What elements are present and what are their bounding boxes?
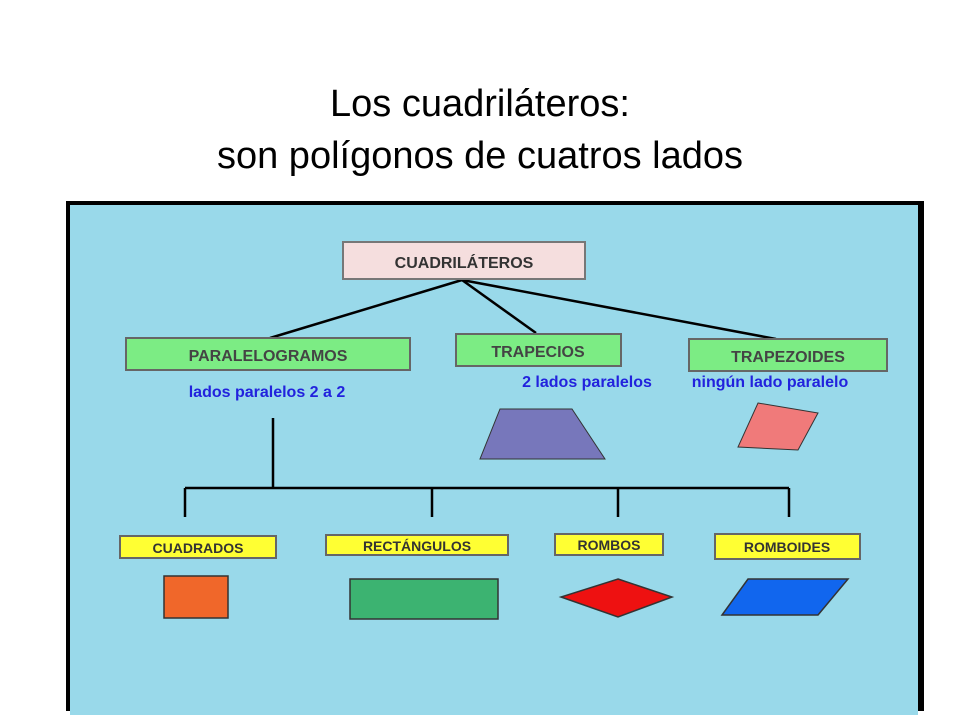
connector-root-trapecios [461,278,537,335]
rectangulo-shape [349,578,499,620]
diagram-panel: CUADRILÁTEROS PARALELOGRAMOS lados paral… [70,205,918,715]
group-label-trapecios: TRAPECIOS [491,344,585,361]
group-node-trapecios: TRAPECIOS [455,333,622,367]
group-label-paralelogramos: PARALELOGRAMOS [189,348,348,365]
subtype-node-cuadrados: CUADRADOS [119,535,277,559]
root-label: CUADRILÁTEROS [395,253,534,272]
connector-root-paralelogramos [269,278,463,340]
romboide-shape [720,578,850,616]
slide-title: Los cuadriláteros: son polígonos de cuat… [0,78,960,182]
group-caption-trapecios: 2 lados paralelos [522,374,652,391]
quadrilateral-diagram: CUADRILÁTEROS PARALELOGRAMOS lados paral… [119,241,888,620]
rombo-shape [558,578,675,618]
title-line-2: son polígonos de cuatros lados [216,135,744,177]
diagram-frame: CUADRILÁTEROS PARALELOGRAMOS lados paral… [66,201,924,715]
subtype-label-cuadrados: CUADRADOS [153,540,244,556]
subtype-node-rombos: ROMBOS [554,533,664,556]
subtype-node-romboides: ROMBOIDES [714,533,861,560]
group-caption-paralelogramos: lados paralelos 2 a 2 [189,384,346,401]
group-label-trapezoides: TRAPEZOIDES [731,349,845,366]
subtype-node-rectangulos: RECTÁNGULOS [325,534,509,556]
title-line-1: Los cuadriláteros: [330,83,630,125]
group-caption-trapezoides: ningún lado paralelo [692,374,849,391]
paralelogramos-tree [183,418,791,517]
trapezoide-shape [737,402,819,451]
connector-root-trapezoides [461,278,777,341]
root-node: CUADRILÁTEROS [342,241,586,280]
trapecio-shape [479,408,606,460]
subtype-label-rombos: ROMBOS [578,537,641,553]
subtype-label-romboides: ROMBOIDES [744,539,830,555]
root-connectors [269,278,777,341]
cuadrado-shape [163,575,229,619]
subtype-label-rectangulos: RECTÁNGULOS [363,538,471,554]
group-node-paralelogramos: PARALELOGRAMOS [125,337,411,371]
group-node-trapezoides: TRAPEZOIDES [688,338,888,372]
